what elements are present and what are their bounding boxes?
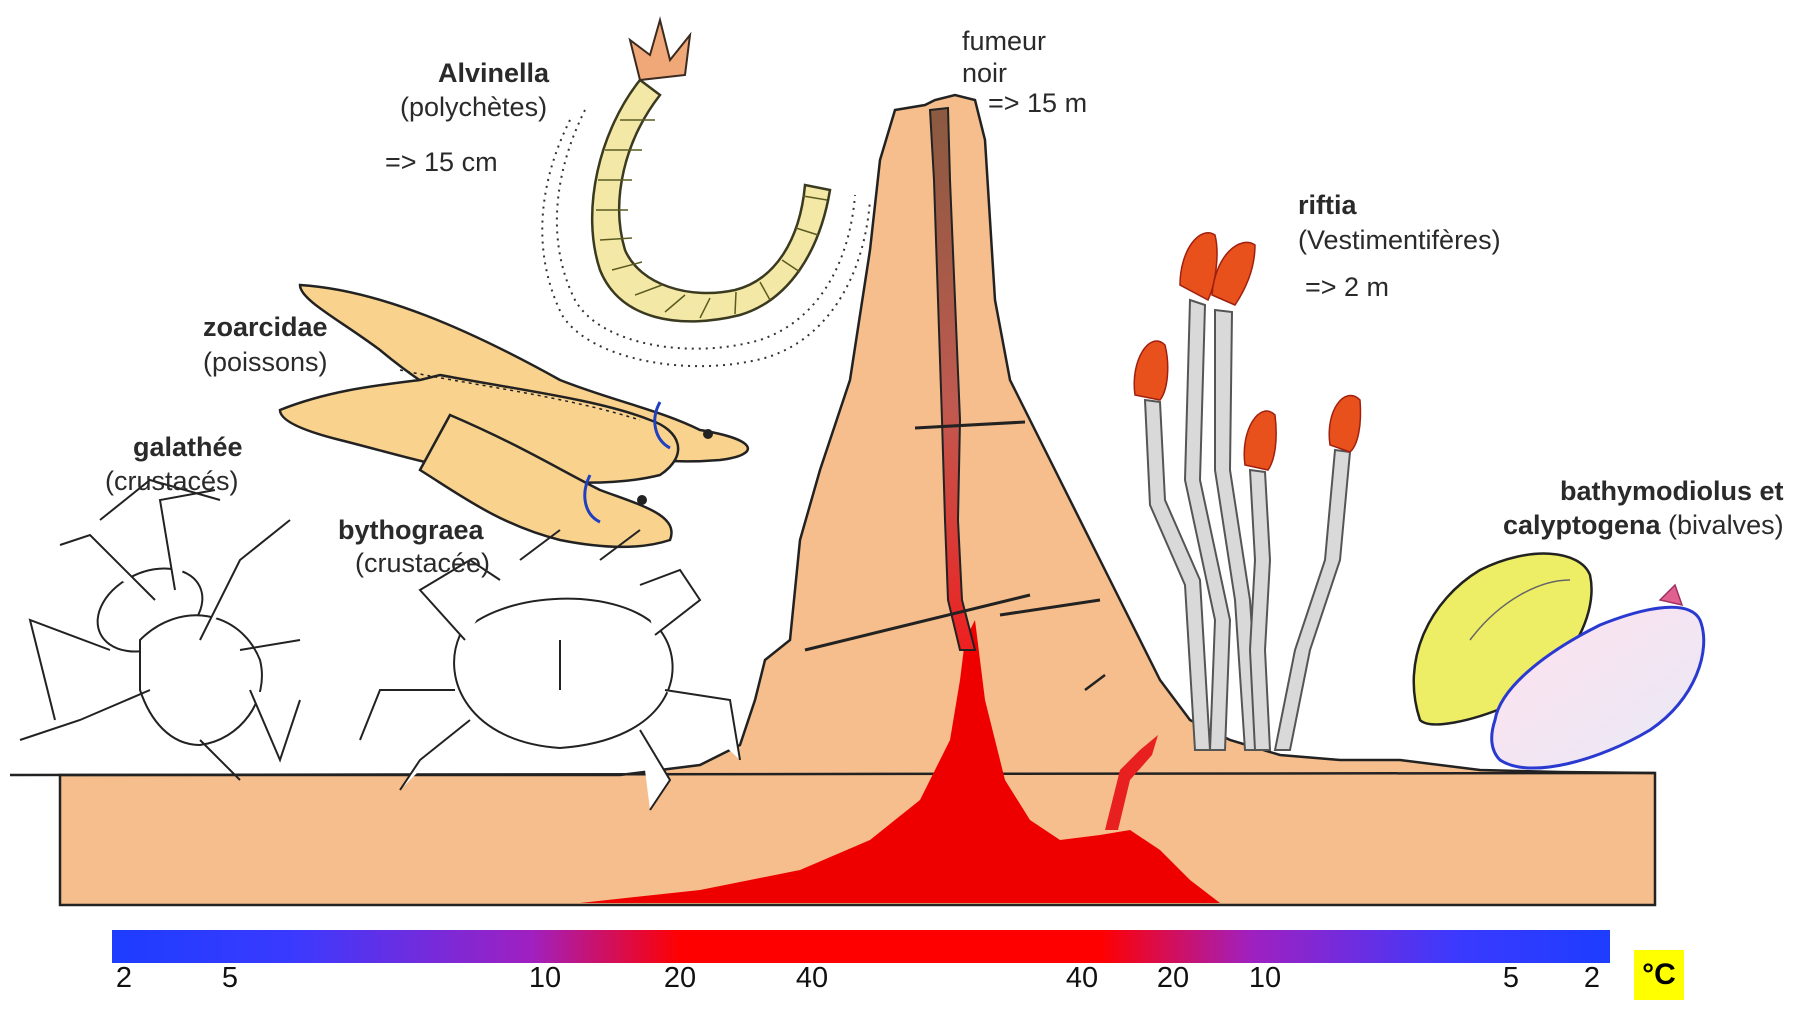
alvinella-size: => 15 cm [385, 147, 498, 177]
temp-tick: 2 [1584, 962, 1600, 995]
riftia-label: riftia [1298, 190, 1357, 220]
temperature-unit-badge: °C [1634, 950, 1684, 1000]
bivalves-label-line2: calyptogena (bivalves) [1503, 510, 1784, 540]
galathee-crustacean [20, 480, 300, 780]
bythograea-group: (crustacée) [355, 548, 490, 578]
galathee-group: (crustacés) [105, 466, 239, 496]
galathee-name: galathée [133, 432, 243, 462]
riftia-tubeworms [1134, 233, 1360, 750]
zoarcidae-fish [280, 285, 748, 547]
bythograea-label: bythograea [338, 515, 484, 545]
bivalves-name-2: calyptogena [1503, 510, 1661, 540]
fumeur-label-line2: noir [962, 58, 1007, 88]
temp-tick: 40 [796, 962, 828, 995]
zoarcidae-group: (poissons) [203, 347, 328, 377]
zoarcidae-name: zoarcidae [203, 312, 328, 342]
riftia-size: => 2 m [1305, 272, 1389, 302]
riftia-name: riftia [1298, 190, 1357, 220]
riftia-group: (Vestimentifères) [1298, 225, 1501, 255]
galathee-label: galathée [133, 432, 243, 462]
bythograea-name: bythograea [338, 515, 484, 545]
temp-tick: 40 [1066, 962, 1098, 995]
temp-tick: 5 [222, 962, 238, 995]
zoarcidae-label: zoarcidae [203, 312, 328, 342]
alvinella-label: Alvinella [438, 58, 549, 88]
alvinella-name: Alvinella [438, 58, 549, 88]
bivalves [1414, 554, 1704, 768]
alvinella-worm [542, 20, 870, 366]
bivalves-group: (bivalves) [1661, 510, 1784, 540]
bivalves-name-1: bathymodiolus et [1560, 476, 1784, 506]
bivalves-label-line1: bathymodiolus et [1560, 476, 1784, 506]
temp-tick: 10 [1249, 962, 1281, 995]
temp-tick: 20 [1157, 962, 1189, 995]
temp-tick: 5 [1503, 962, 1519, 995]
alvinella-group: (polychètes) [400, 92, 547, 122]
temp-tick: 20 [664, 962, 696, 995]
fumeur-label-line1: fumeur [962, 26, 1046, 56]
temp-tick: 10 [529, 962, 561, 995]
fumeur-size: => 15 m [988, 88, 1087, 118]
seafloor [10, 95, 1655, 905]
temperature-gradient-bar [112, 930, 1610, 963]
temp-tick: 2 [116, 962, 132, 995]
